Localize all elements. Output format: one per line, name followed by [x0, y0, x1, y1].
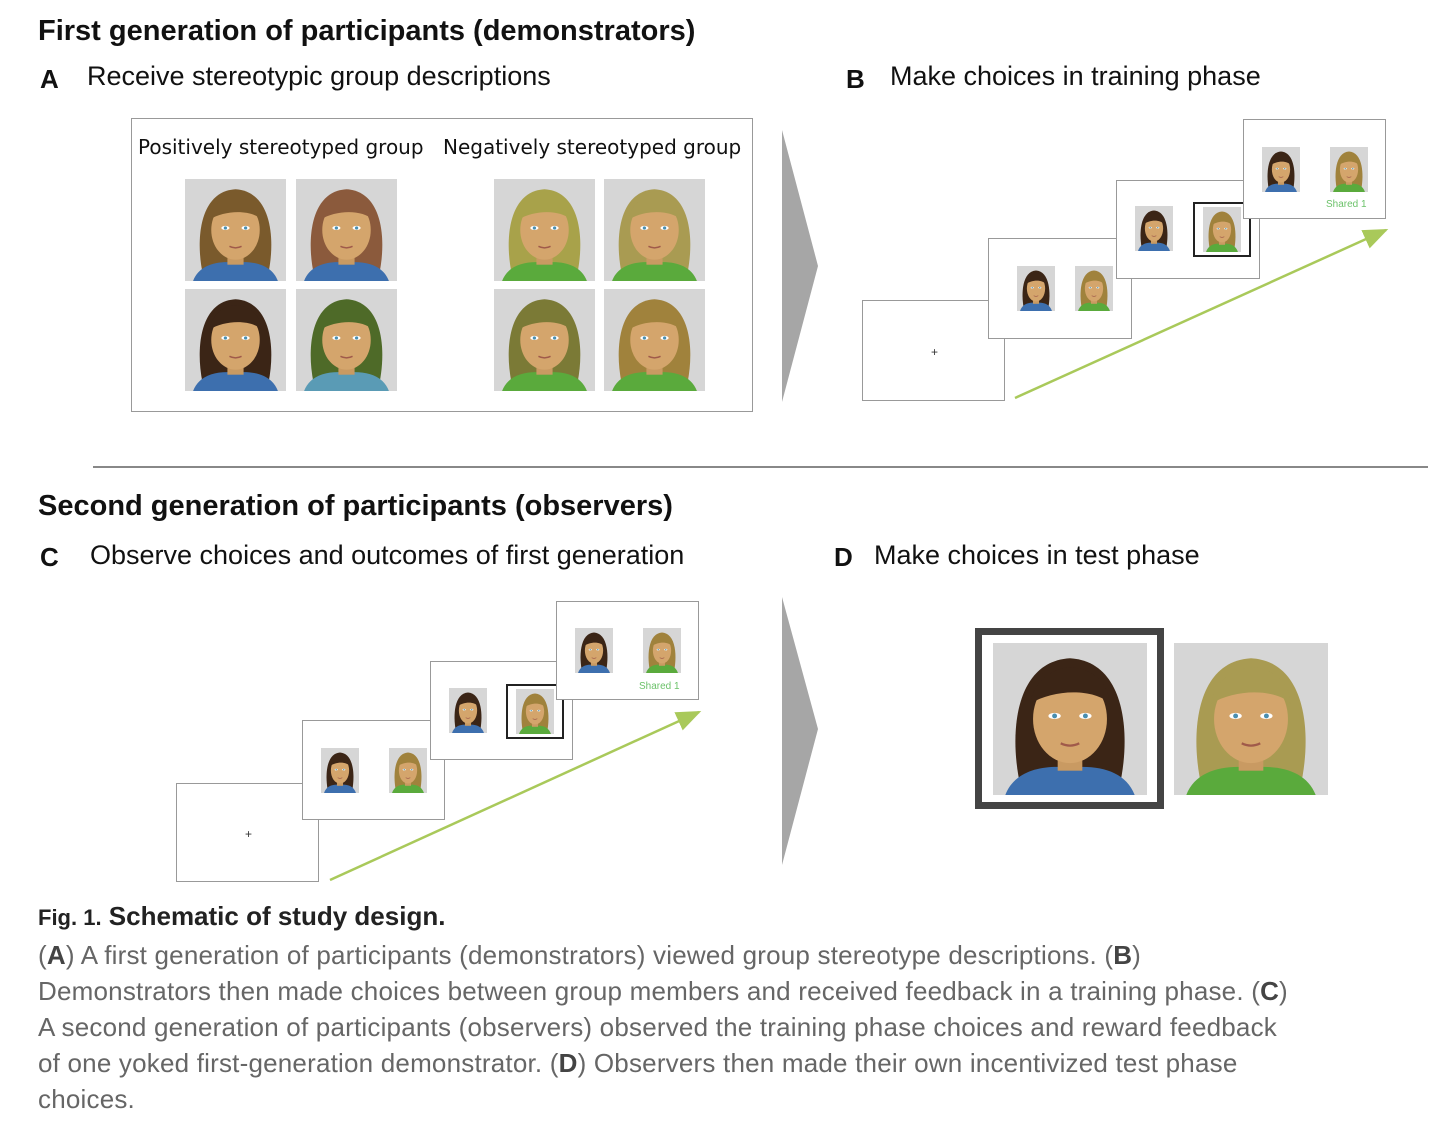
- small-face: [575, 628, 613, 673]
- fixation-cross: +: [245, 827, 253, 841]
- caption-text: ): [1132, 940, 1142, 970]
- caption-line: choices.: [38, 1084, 135, 1115]
- small-face: [321, 748, 359, 793]
- small-face: [1075, 266, 1113, 311]
- caption-text: of one yoked first-generation demonstrat…: [38, 1048, 559, 1078]
- negative-face-4: [604, 289, 705, 391]
- small-face: [1017, 266, 1055, 311]
- feedback-screen-b: Shared 1: [1243, 119, 1386, 219]
- negative-face-3: [494, 289, 595, 391]
- caption-panel-ref: B: [1113, 940, 1133, 970]
- timeline-arrow-c: [329, 710, 702, 882]
- figure-label: Fig. 1.: [38, 905, 102, 930]
- panel-c-letter: C: [40, 542, 59, 572]
- panel-d-letter: D: [834, 542, 853, 572]
- caption-line: of one yoked first-generation demonstrat…: [38, 1048, 1237, 1079]
- feedback-label: Shared 1: [1326, 199, 1367, 210]
- choice-screen-c: [302, 720, 445, 820]
- caption-text: Demonstrators then made choices between …: [38, 976, 1261, 1006]
- positive-face-2: [296, 179, 397, 281]
- caption-text: (: [38, 940, 47, 970]
- caption-text: ) Observers then made their own incentiv…: [577, 1048, 1238, 1078]
- positive-face-3: [185, 289, 286, 391]
- selection-frame: [506, 684, 564, 739]
- positive-face-4: [296, 289, 397, 391]
- selection-screen-b: [1116, 180, 1260, 279]
- negative-group-label: Negatively stereotyped group: [443, 135, 742, 159]
- selection-frame: [1193, 202, 1251, 257]
- small-face: [643, 628, 681, 673]
- feedback-screen-c: Shared 1: [556, 601, 699, 700]
- timeline-arrow-b: [1014, 228, 1389, 400]
- test-face-left[interactable]: [993, 643, 1147, 795]
- second-generation-title: Second generation of participants (obser…: [38, 490, 673, 522]
- negative-face-1: [494, 179, 595, 281]
- negative-face-2: [604, 179, 705, 281]
- small-face: [1262, 147, 1300, 192]
- caption-text: ) A first generation of participants (de…: [65, 940, 1114, 970]
- panel-b-letter: B: [846, 64, 865, 94]
- caption-text: ): [1279, 976, 1288, 1006]
- caption-panel-ref: A: [46, 940, 66, 970]
- panel-c-title: Observe choices and outcomes of first ge…: [90, 540, 685, 570]
- caption-panel-ref: C: [1260, 976, 1280, 1006]
- figure-title: Schematic of study design.: [108, 901, 446, 931]
- caption-text: A second generation of participants (obs…: [38, 1012, 1277, 1042]
- small-face: [1330, 147, 1368, 192]
- caption-line: A second generation of participants (obs…: [38, 1012, 1277, 1043]
- fixation-screen-b: +: [862, 300, 1005, 401]
- positive-face-1: [185, 179, 286, 281]
- fixation-screen-c: +: [176, 783, 319, 882]
- caption-line: Demonstrators then made choices between …: [38, 976, 1288, 1007]
- small-face: [1203, 207, 1241, 252]
- feedback-label: Shared 1: [639, 681, 680, 692]
- positive-group-label: Positively stereotyped group: [138, 135, 424, 159]
- first-generation-title: First generation of participants (demons…: [38, 15, 696, 47]
- small-face: [1135, 206, 1173, 251]
- small-face: [389, 748, 427, 793]
- choice-screen-b: [988, 238, 1132, 339]
- panel-a-title: Receive stereotypic group descriptions: [87, 61, 551, 91]
- small-face: [516, 689, 554, 734]
- chevron-arrow-1: [782, 130, 818, 402]
- chevron-arrow-2: [782, 597, 818, 865]
- caption-text: choices.: [38, 1084, 135, 1114]
- panel-a-letter: A: [40, 64, 59, 94]
- figure-caption-title: Fig. 1. Schematic of study design.: [38, 901, 445, 932]
- section-divider: [93, 466, 1428, 468]
- fixation-cross: +: [931, 345, 939, 359]
- caption-line: (A) A first generation of participants (…: [38, 940, 1141, 971]
- selected-option-frame: [975, 628, 1164, 809]
- caption-panel-ref: D: [558, 1048, 578, 1078]
- test-face-right[interactable]: [1174, 643, 1328, 795]
- selection-screen-c: [430, 661, 573, 760]
- panel-b-title: Make choices in training phase: [890, 61, 1261, 91]
- panel-d-title: Make choices in test phase: [874, 540, 1200, 570]
- small-face: [449, 688, 487, 733]
